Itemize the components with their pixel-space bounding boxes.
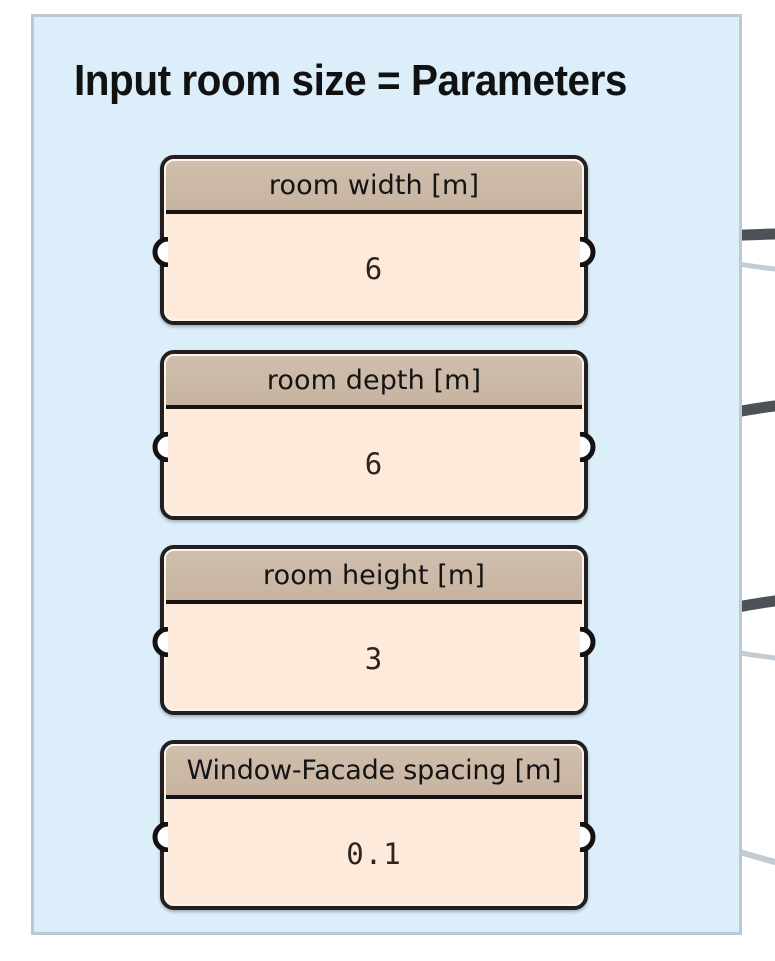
node-header[interactable]: Window-Facade spacing [m] — [166, 746, 582, 799]
node-label: room width [m] — [268, 169, 480, 201]
param-node-room-depth[interactable]: room depth [m] 6 — [152, 350, 596, 520]
node-body[interactable]: 6 — [166, 409, 582, 514]
output-port-icon[interactable] — [580, 627, 597, 657]
node-body[interactable]: 3 — [166, 604, 582, 709]
node-label: room depth [m] — [266, 364, 482, 396]
output-port-icon[interactable] — [580, 237, 597, 267]
param-node-room-height[interactable]: room height [m] 3 — [152, 545, 596, 715]
node-value[interactable]: 3 — [364, 641, 384, 676]
node-body[interactable]: 0.1 — [166, 799, 582, 904]
node-body[interactable]: 6 — [166, 214, 582, 319]
output-port-icon[interactable] — [580, 432, 597, 462]
input-port-icon[interactable] — [151, 237, 168, 267]
input-port-icon[interactable] — [151, 627, 168, 657]
node-header[interactable]: room width [m] — [166, 161, 582, 214]
node-value[interactable]: 0.1 — [346, 836, 402, 871]
node-surface: room width [m] 6 — [164, 159, 584, 321]
param-node-room-width[interactable]: room width [m] 6 — [152, 155, 596, 325]
node-label: Window-Facade spacing [m] — [186, 754, 562, 786]
output-port-icon[interactable] — [580, 822, 597, 852]
group-title: Input room size = Parameters — [74, 56, 627, 105]
node-surface: room height [m] 3 — [164, 549, 584, 711]
node-surface: Window-Facade spacing [m] 0.1 — [164, 744, 584, 906]
input-port-icon[interactable] — [151, 432, 168, 462]
input-port-icon[interactable] — [151, 822, 168, 852]
node-label: room height [m] — [263, 559, 485, 591]
node-value[interactable]: 6 — [364, 446, 384, 481]
param-node-window-facade-spacing[interactable]: Window-Facade spacing [m] 0.1 — [152, 740, 596, 910]
node-header[interactable]: room height [m] — [166, 551, 582, 604]
node-surface: room depth [m] 6 — [164, 354, 584, 516]
node-header[interactable]: room depth [m] — [166, 356, 582, 409]
node-value[interactable]: 6 — [364, 251, 384, 286]
